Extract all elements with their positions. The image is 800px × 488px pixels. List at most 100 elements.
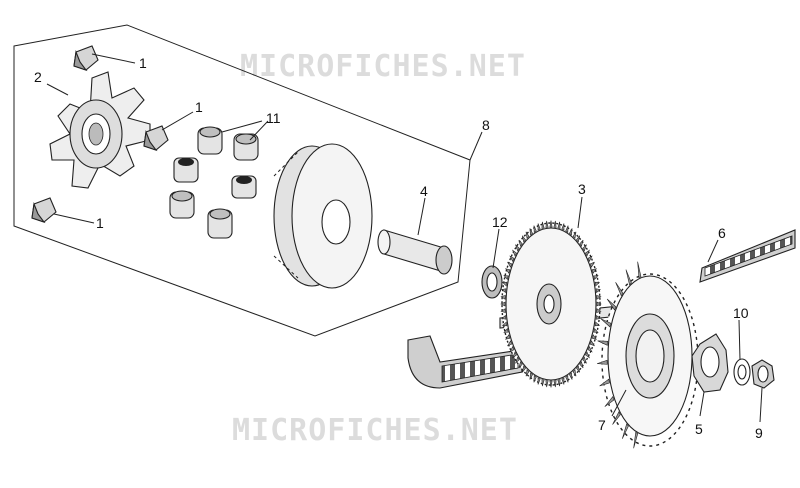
- callout-1-top: 1: [139, 55, 147, 71]
- gear-tooth: [514, 356, 520, 364]
- gear-tooth: [509, 345, 515, 353]
- gear-tooth: [509, 255, 515, 263]
- roller-weight: [231, 175, 257, 199]
- gear-tooth: [612, 411, 621, 425]
- gear-tooth: [549, 380, 553, 388]
- gear-tooth: [591, 334, 598, 340]
- gear-tooth: [589, 261, 595, 268]
- gear-tooth: [597, 340, 609, 346]
- gear-tooth: [604, 395, 615, 407]
- bushing-ring: [481, 265, 503, 299]
- gear-tooth: [557, 221, 561, 229]
- gear-tooth: [557, 379, 561, 387]
- gear-tooth: [600, 318, 612, 328]
- gear-tooth: [594, 281, 600, 287]
- gear-tooth: [561, 377, 565, 385]
- gear-tooth: [599, 378, 610, 387]
- clutch-housing-teeth: [597, 261, 642, 449]
- gear-tooth: [569, 228, 573, 236]
- gear-tooth: [553, 380, 557, 388]
- gear-tooth: [572, 369, 577, 377]
- gear-tooth: [525, 231, 530, 239]
- callout-3: 3: [578, 181, 586, 197]
- gear-tooth: [615, 282, 624, 297]
- gear-tooth: [501, 314, 507, 320]
- gear-tooth: [533, 375, 537, 383]
- fixed-pulley-teeth: [500, 220, 602, 388]
- gear-tooth: [501, 288, 507, 294]
- gear-tooth: [591, 268, 598, 274]
- gear-tooth: [549, 220, 553, 228]
- roller-weight: [173, 157, 199, 183]
- callout-6: 6: [718, 225, 726, 241]
- callout-7: 7: [598, 417, 606, 433]
- clutch-housing: [601, 273, 699, 447]
- watermark-bottom: MICROFICHES.NET: [232, 413, 518, 448]
- gear-tooth: [533, 225, 537, 233]
- gear-tooth: [622, 423, 629, 439]
- fixed-drive-pulley: [501, 222, 601, 386]
- gear-tooth: [500, 294, 506, 300]
- drive-pulley-half: [273, 143, 373, 289]
- gear-tooth: [595, 314, 601, 320]
- gear-tooth: [512, 249, 517, 257]
- gear-tooth: [553, 220, 557, 228]
- callout-9: 9: [755, 425, 763, 441]
- gear-tooth: [504, 268, 511, 274]
- gear-tooth: [585, 351, 590, 359]
- roller-weight: [233, 133, 259, 161]
- slider-piece: [143, 125, 169, 152]
- gear-tooth: [576, 235, 580, 243]
- gear-tooth: [596, 294, 602, 300]
- gear-tooth: [569, 372, 573, 380]
- gear-tooth: [522, 365, 526, 373]
- gear-tooth: [522, 235, 526, 243]
- gear-tooth: [565, 225, 569, 233]
- gear-tooth: [587, 255, 593, 263]
- movable-drive-plate: [49, 71, 151, 189]
- gear-tooth: [597, 359, 608, 365]
- callout-1-bottom: 1: [96, 215, 104, 231]
- callout-1-middle: 1: [195, 99, 203, 115]
- roller-weight: [207, 208, 233, 239]
- gear-tooth: [502, 321, 508, 327]
- gear-tooth: [518, 239, 523, 247]
- callout-12: 12: [492, 214, 508, 230]
- gear-tooth: [595, 288, 601, 294]
- callout-10: 10: [733, 305, 749, 321]
- callout-11: 11: [266, 110, 281, 126]
- gear-tooth: [514, 244, 520, 252]
- bushing-sleeve: [377, 229, 453, 275]
- gear-tooth: [529, 372, 533, 380]
- leader-lines: [46, 53, 763, 423]
- gear-tooth: [582, 356, 588, 364]
- gear-tooth: [593, 327, 599, 333]
- gear-tooth: [561, 223, 565, 231]
- gear-tooth: [587, 345, 593, 353]
- gear-tooth: [585, 249, 590, 257]
- gear-tooth: [545, 380, 549, 388]
- slider-piece: [73, 45, 99, 72]
- gear-tooth: [576, 365, 580, 373]
- gear-tooth: [504, 334, 511, 340]
- gear-tooth: [503, 327, 509, 333]
- gear-tooth: [502, 281, 508, 287]
- gear-tooth: [565, 375, 569, 383]
- gear-tooth: [625, 269, 632, 286]
- gear-tooth: [633, 431, 639, 449]
- gear-tooth: [572, 231, 577, 239]
- gear-tooth: [579, 239, 584, 247]
- assembly-group-box: [13, 24, 471, 337]
- gear-tooth: [537, 223, 541, 231]
- gear-tooth: [596, 301, 602, 307]
- gear-tooth: [596, 308, 602, 314]
- gear-tooth: [606, 298, 617, 311]
- gear-tooth: [518, 361, 523, 369]
- gear-tooth: [545, 220, 549, 228]
- gear-tooth: [507, 261, 513, 268]
- watermark-top: MICROFICHES.NET: [240, 49, 526, 84]
- gear-tooth: [507, 340, 513, 347]
- gear-tooth: [537, 377, 541, 385]
- gear-tooth: [503, 275, 509, 281]
